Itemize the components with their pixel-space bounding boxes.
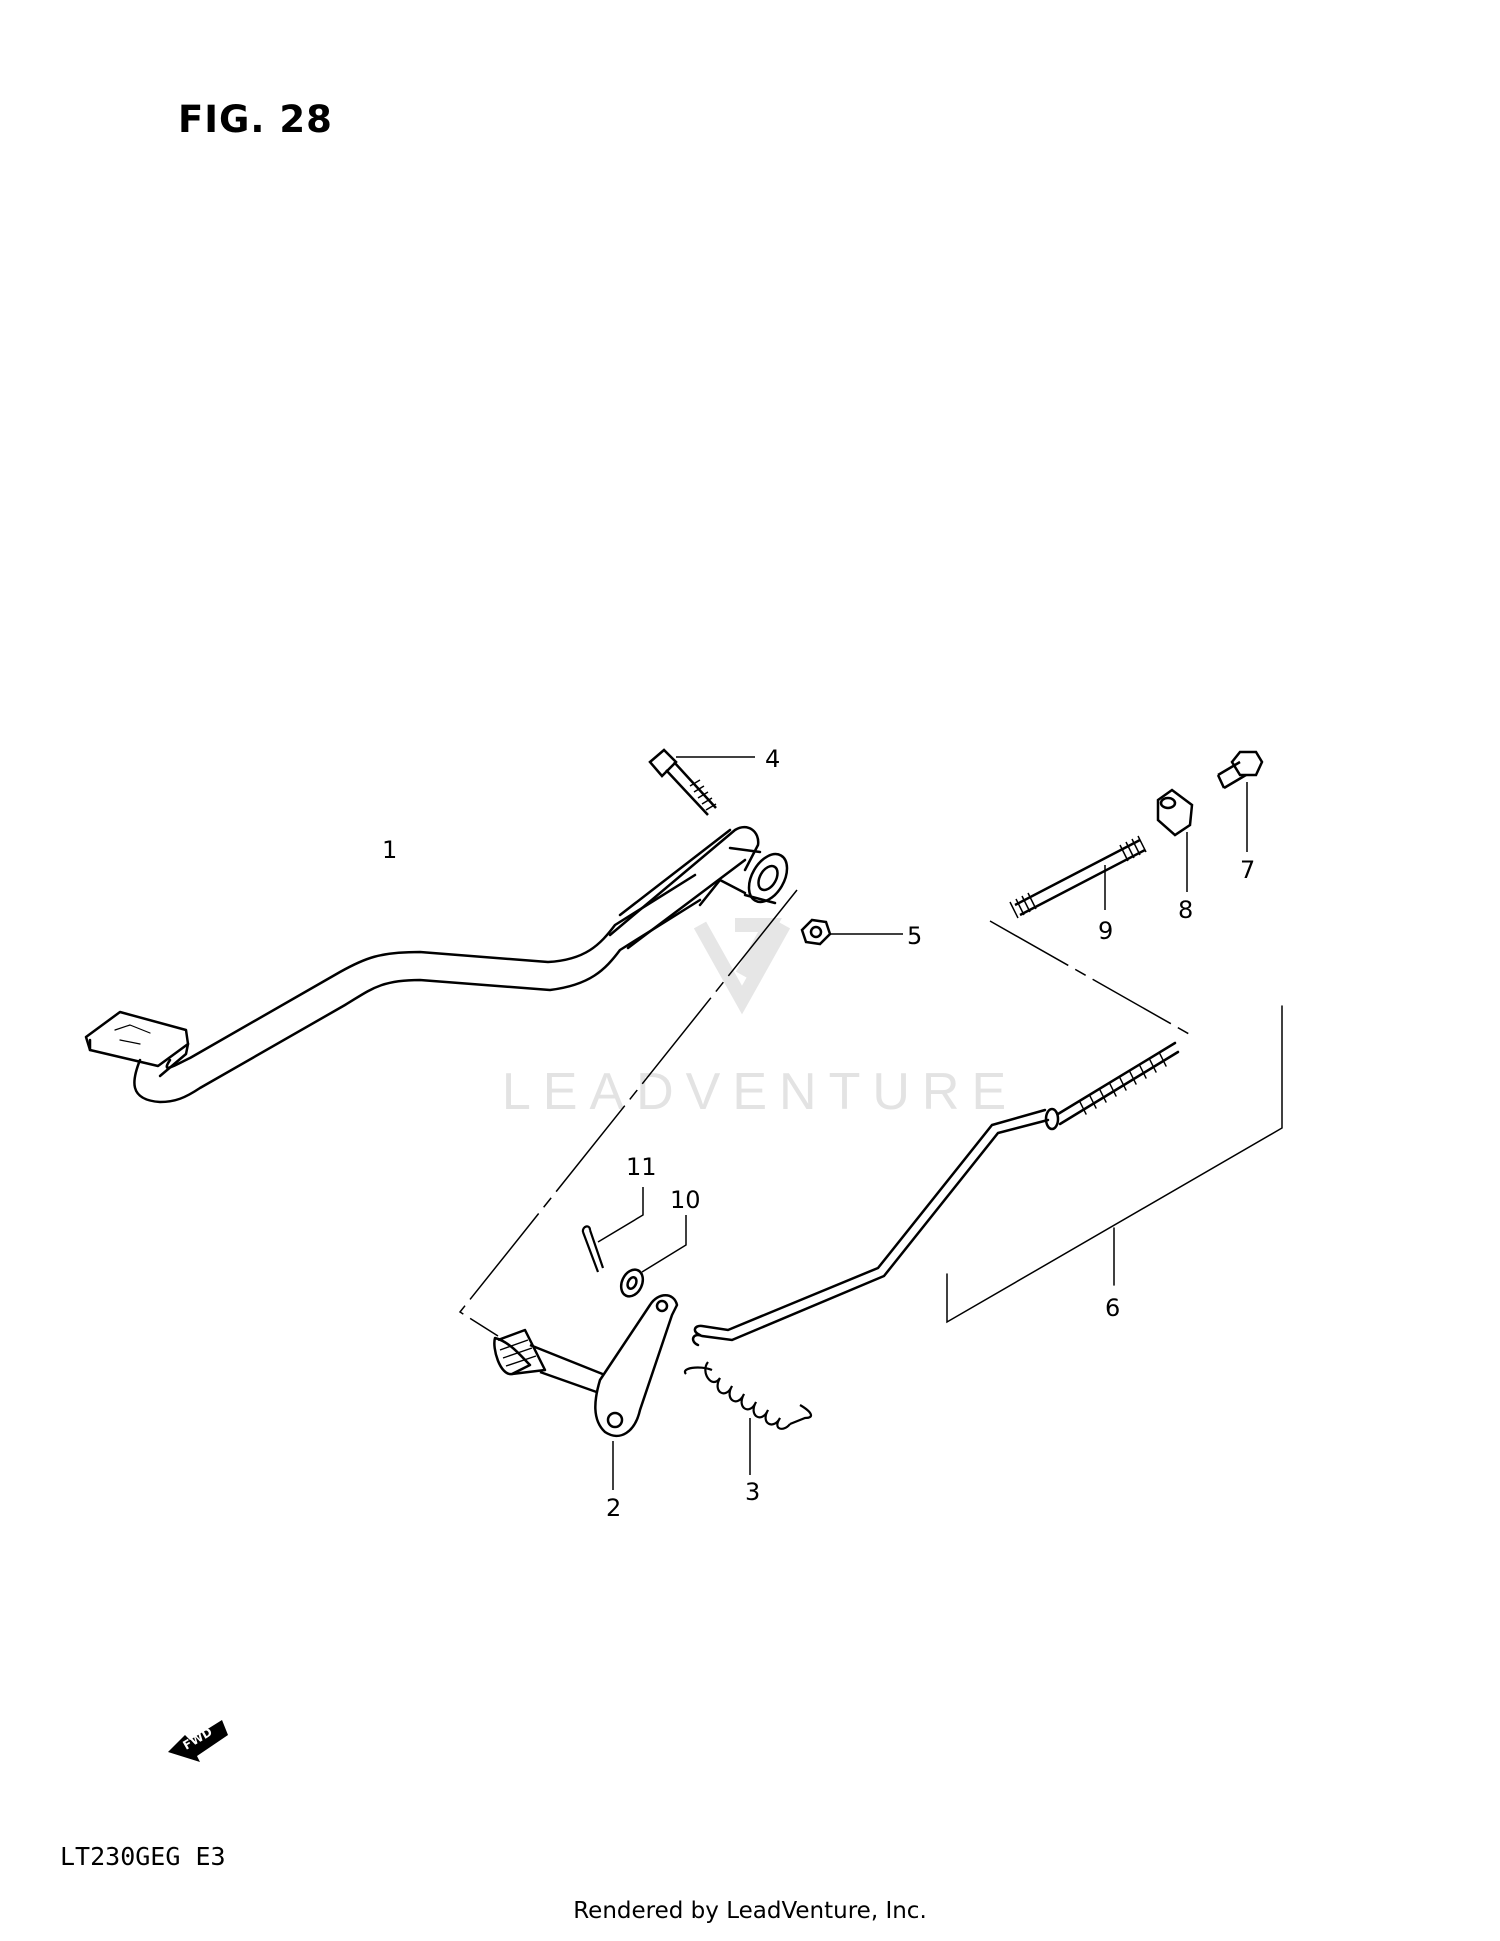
washer-part-10 [619,1215,687,1298]
render-credit: Rendered by LeadVenture, Inc. [573,1898,927,1924]
callout-7: 7 [1240,856,1255,884]
spring-part-3 [683,1361,813,1475]
watermark-logo [693,918,791,1015]
callout-9: 9 [1098,917,1113,945]
callout-5: 5 [907,922,922,950]
callout-3: 3 [745,1478,760,1506]
nut-part-5 [800,918,903,946]
brake-rod-part-6 [691,1005,1283,1347]
callout-10: 10 [670,1186,701,1214]
callout-2: 2 [606,1494,621,1522]
callout-1: 1 [382,836,397,864]
fwd-arrow-icon: FWD [168,1720,228,1762]
callout-8: 8 [1178,896,1193,924]
figure-title: FIG. 28 [178,98,333,141]
cotter-pin-part-11 [581,1187,644,1273]
callout-11: 11 [626,1153,657,1181]
threaded-rod-part-9 [1009,835,1147,919]
brake-arm-part-2 [493,1294,679,1490]
bolt-part-4 [648,748,755,816]
watermark-text: LEADVENTURE [501,1063,1019,1121]
callout-6: 6 [1105,1294,1120,1322]
brake-pedal-part-1 [84,825,789,1104]
model-code: LT230GEG E3 [60,1842,226,1871]
callout-4: 4 [765,745,780,773]
assembly-lines [458,889,1190,1337]
pin-bolt-part-7 [1216,750,1264,852]
joint-block-part-8 [1156,788,1194,892]
